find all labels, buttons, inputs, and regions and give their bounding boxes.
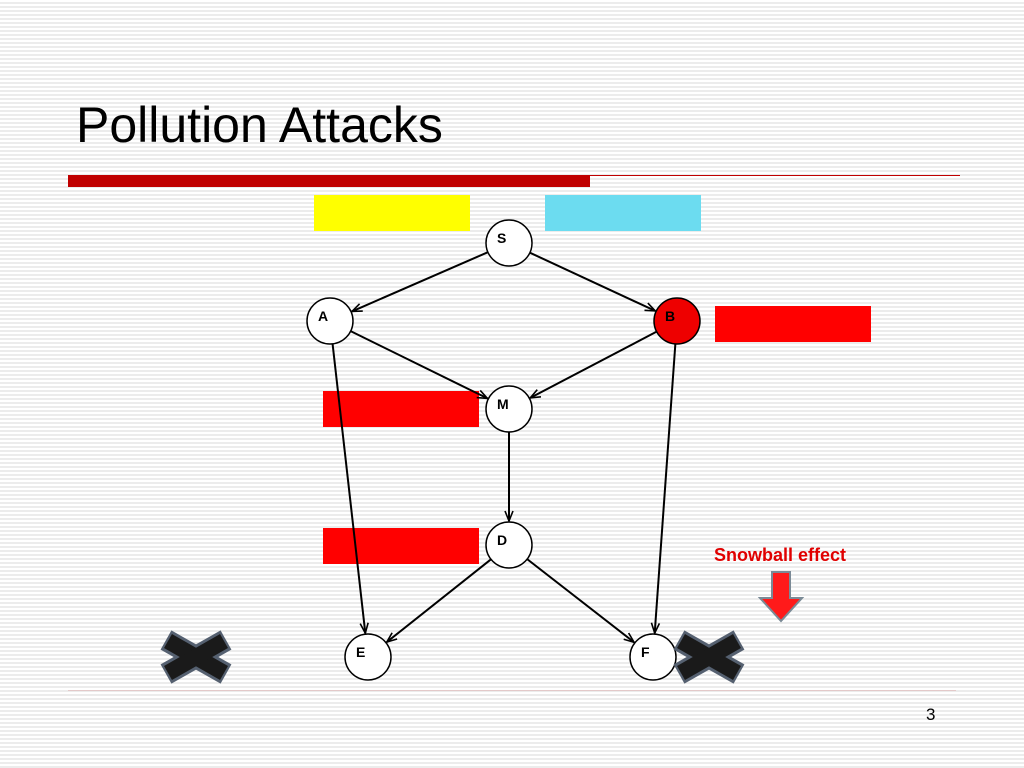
cyan-packet-box (545, 195, 701, 231)
red-packet-box-b (715, 306, 871, 342)
nodes-layer: S A B M D E F (306, 219, 701, 681)
snowball-label: Snowball effect (714, 545, 846, 565)
node-label: M (497, 396, 509, 412)
node-circle (485, 219, 533, 267)
node-label: B (665, 308, 675, 324)
node-circle (485, 521, 533, 569)
edge-a-m (350, 330, 488, 398)
node-label: F (641, 644, 650, 660)
slide-title: Pollution Attacks (76, 97, 443, 153)
node-d: D (485, 521, 533, 569)
x-mark-icon (160, 630, 232, 684)
edge-d-f (526, 558, 634, 642)
edge-b-f (655, 343, 677, 633)
node-circle (344, 633, 392, 681)
node-f: F (629, 633, 677, 681)
page-number: 3 (926, 705, 936, 724)
edge-a-e (331, 343, 366, 633)
red-packet-box-m (323, 391, 479, 427)
edges-layer (331, 251, 677, 642)
x-mark-icon (673, 630, 745, 684)
edge-s-b (529, 251, 655, 311)
red-packet-box-d (323, 528, 479, 564)
edge-d-e (387, 558, 492, 642)
node-circle (306, 297, 354, 345)
node-m: M (485, 385, 533, 433)
edge-s-a (352, 251, 489, 313)
node-a: A (306, 297, 354, 345)
node-circle (629, 633, 677, 681)
node-circle (653, 297, 701, 345)
edge-b-m (530, 330, 658, 398)
title-accent-bar (68, 175, 590, 187)
node-label: S (497, 230, 506, 246)
footer-divider (68, 690, 956, 691)
node-s: S (485, 219, 533, 267)
node-e: E (344, 633, 392, 681)
title-accent-line (590, 175, 960, 176)
down-arrow-icon (757, 571, 805, 623)
node-label: E (356, 644, 365, 660)
node-circle (485, 385, 533, 433)
node-label: D (497, 532, 507, 548)
yellow-packet-box (314, 195, 470, 231)
node-label: A (318, 308, 328, 324)
node-b: B (653, 297, 701, 345)
